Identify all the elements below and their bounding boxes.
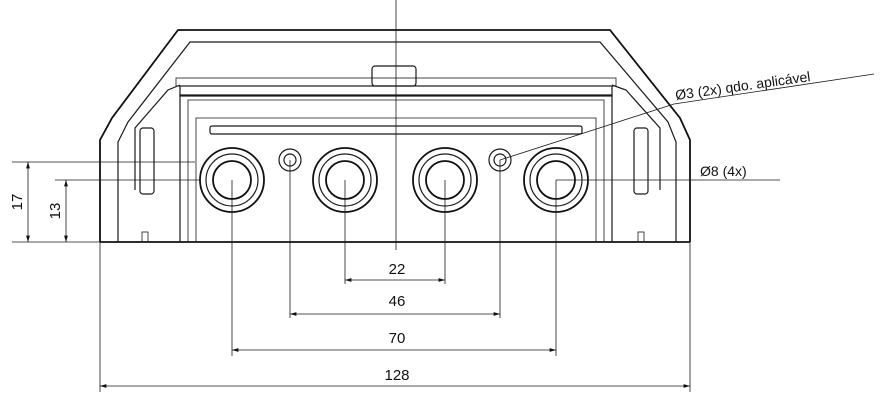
dimension-22: 22 [345,261,445,282]
dimension-128: 128 [100,367,690,388]
dim-17-label: 17 [9,194,26,211]
dim-46-label: 46 [389,293,406,310]
callout-large-holes-label: Ø8 (4x) [700,163,747,179]
dim-128-label: 128 [384,367,409,384]
housing-outline [99,29,691,243]
callout-large-holes: Ø8 (4x) [700,163,747,179]
dimension-17: 17 [9,162,30,242]
dimension-13: 13 [47,180,68,242]
dim-13-label: 13 [47,203,64,220]
dim-22-label: 22 [389,261,406,278]
dimension-70: 70 [232,330,556,352]
extension-lines [12,160,780,392]
callout-small-holes-label: Ø3 (2x) qdo. aplicável [674,68,811,103]
callout-small-holes: Ø3 (2x) qdo. aplicável [499,68,875,161]
dim-70-label: 70 [389,330,406,347]
dimension-46: 46 [290,293,500,316]
